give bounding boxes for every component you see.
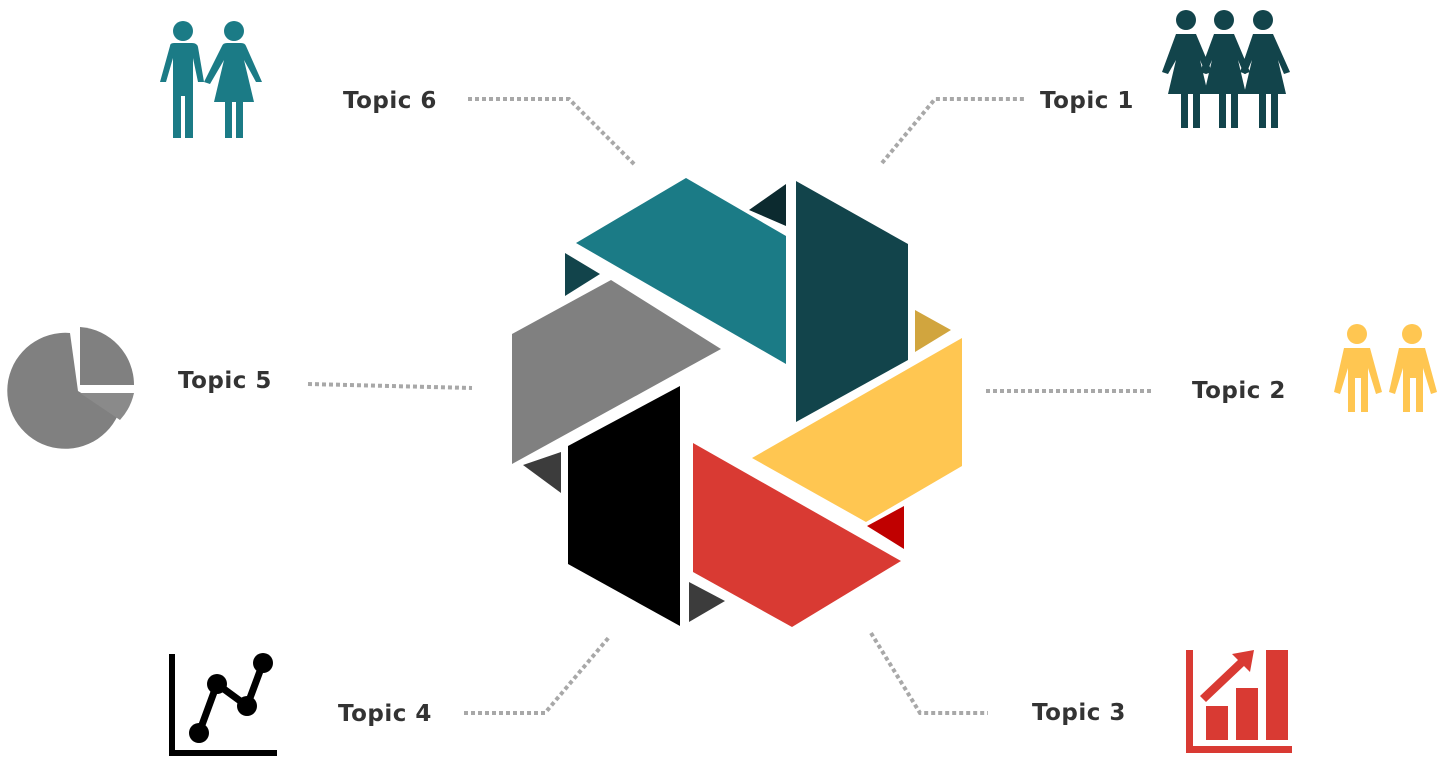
blade-topic-5	[512, 280, 721, 464]
topic-4-label: Topic 4	[338, 701, 432, 727]
blade-topic-6	[576, 178, 786, 364]
accent-triangle-left-bottom	[523, 452, 561, 493]
connector-topic-4	[464, 634, 612, 715]
group-of-three-women-icon	[1162, 10, 1290, 128]
hexagon-shutter	[512, 178, 962, 627]
accent-triangle-top	[749, 184, 786, 226]
topic-3-label: Topic 3	[1032, 700, 1126, 726]
accent-triangle-left-top	[565, 253, 600, 296]
blade-topic-2	[752, 338, 962, 522]
topic-6-label: Topic 6	[343, 88, 437, 114]
pie-chart-icon	[7, 327, 135, 449]
blade-topic-1	[796, 181, 908, 422]
blade-topic-4	[568, 386, 680, 626]
rising-bar-chart-icon	[1186, 650, 1292, 753]
accent-triangle-right-bottom	[867, 506, 904, 549]
topic-2-label: Topic 2	[1192, 378, 1286, 404]
man-and-woman-icon	[160, 21, 262, 138]
accent-triangle-bottom	[689, 582, 725, 622]
accent-triangle-right-top	[915, 310, 951, 352]
connector-topic-1	[880, 97, 1024, 165]
line-chart-icon	[169, 653, 277, 756]
connector-topic-5	[307, 382, 473, 390]
connector-topic-6	[468, 97, 638, 168]
topic-5-label: Topic 5	[178, 368, 272, 394]
connector-topic-3	[869, 631, 988, 715]
topic-1-label: Topic 1	[1040, 88, 1134, 114]
connector-lines	[307, 97, 1152, 715]
blade-topic-3	[693, 443, 901, 627]
couple-icon	[1334, 324, 1437, 412]
